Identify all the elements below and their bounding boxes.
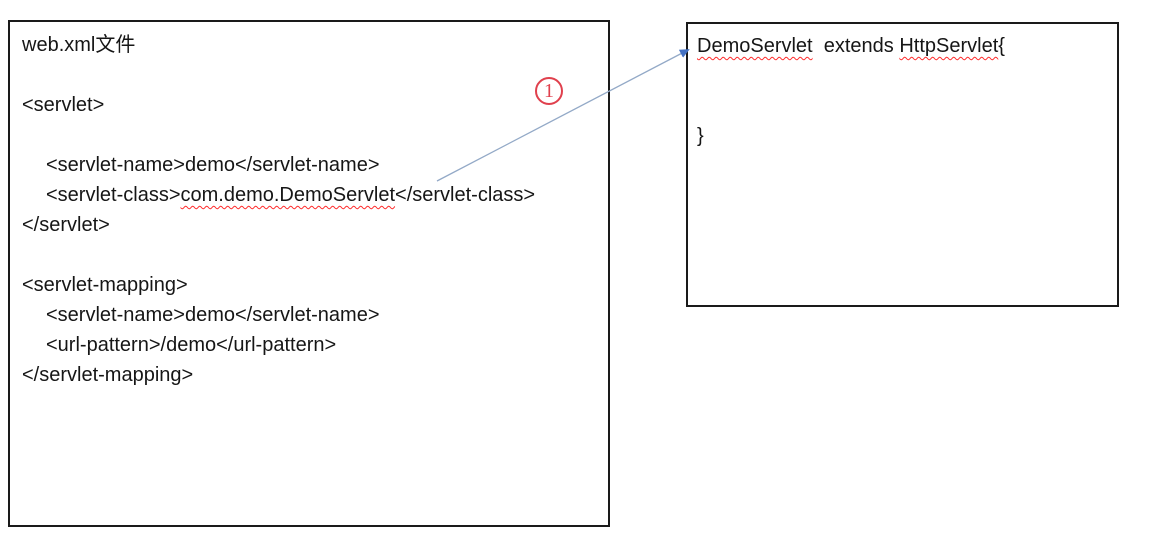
code-text: extends xyxy=(812,35,900,57)
code-line xyxy=(22,60,598,90)
code-text: <servlet-class> xyxy=(46,184,181,206)
webxml-title: web.xml文件 xyxy=(22,34,136,56)
code-line: DemoServlet extends HttpServlet{ xyxy=(697,31,1109,61)
code-line xyxy=(697,91,1109,121)
code-line: } xyxy=(697,121,1109,151)
code-line: </servlet> xyxy=(22,210,598,240)
servlet-class-box: DemoServlet extends HttpServlet{ } xyxy=(686,22,1119,307)
code-text: </servlet> xyxy=(22,214,110,236)
code-text: { xyxy=(998,35,1005,57)
spellcheck-flagged-text: DemoServlet xyxy=(697,35,813,57)
code-line: <servlet> xyxy=(22,90,598,120)
webxml-code: <servlet> <servlet-name>demo</servlet-na… xyxy=(22,60,598,390)
code-text: <servlet-mapping> xyxy=(22,274,188,296)
code-line: <url-pattern>/demo</url-pattern> xyxy=(22,330,598,360)
code-line xyxy=(697,61,1109,91)
webxml-box: web.xml文件 <servlet> <servlet-name>demo</… xyxy=(8,20,610,527)
code-text: </servlet-mapping> xyxy=(22,364,194,386)
code-line xyxy=(22,240,598,270)
code-text: </servlet-class> xyxy=(395,184,536,206)
code-text: <servlet-name>demo</servlet-name> xyxy=(46,154,380,176)
code-line: <servlet-class>com.demo.DemoServlet</ser… xyxy=(22,180,598,210)
code-line: <servlet-mapping> xyxy=(22,270,598,300)
code-text: <url-pattern>/demo</url-pattern> xyxy=(46,334,337,356)
code-text: <servlet-name>demo</servlet-name> xyxy=(46,304,380,326)
code-text: <servlet> xyxy=(22,94,105,116)
spellcheck-flagged-text: HttpServlet xyxy=(899,35,999,57)
code-line xyxy=(22,120,598,150)
servlet-class-code: DemoServlet extends HttpServlet{ } xyxy=(697,31,1109,151)
step-1-annotation: 1 xyxy=(535,77,563,105)
code-line: <servlet-name>demo</servlet-name> xyxy=(22,150,598,180)
code-line: <servlet-name>demo</servlet-name> xyxy=(22,300,598,330)
code-text: } xyxy=(697,125,704,147)
code-line: </servlet-mapping> xyxy=(22,360,598,390)
spellcheck-flagged-text: com.demo.DemoServlet xyxy=(180,184,396,206)
